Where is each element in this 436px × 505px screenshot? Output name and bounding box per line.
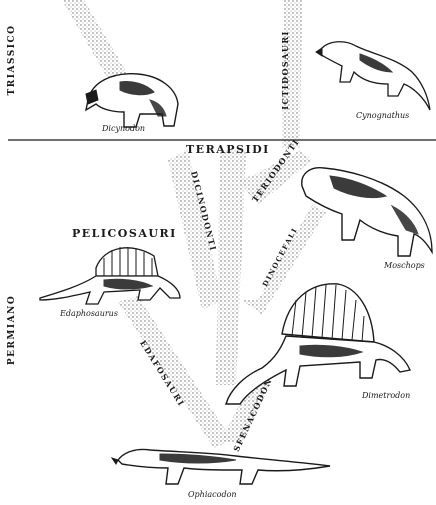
caption-dicynodon: Dicynodon bbox=[101, 124, 145, 133]
cynognathus-illustration bbox=[316, 42, 430, 110]
period-label-permian: PERMIANO bbox=[7, 295, 17, 365]
caption-dimetrodon: Dimetrodon bbox=[361, 391, 410, 400]
ophiacodon-illustration bbox=[112, 449, 330, 484]
group-label-terapsidi: TERAPSIDI bbox=[186, 143, 270, 156]
group-label-pelicosauri: PELICOSAURI bbox=[72, 227, 177, 240]
caption-edaphosaurus: Edaphosaurus bbox=[59, 309, 118, 318]
dicynodon-illustration bbox=[86, 74, 178, 127]
group-label-ictidosauri: ICTIDOSAURI bbox=[280, 30, 290, 110]
branch-edafosauri bbox=[118, 296, 232, 448]
caption-moschops: Moschops bbox=[383, 261, 425, 270]
branch-terapsidi-trunk bbox=[216, 150, 246, 385]
edaphosaurus-illustration bbox=[40, 247, 180, 304]
caption-cynognathus: Cynognathus bbox=[356, 111, 409, 120]
caption-ophiacodon: Ophiacodon bbox=[188, 490, 237, 499]
period-label-triassic: TRIASSICO bbox=[7, 25, 17, 96]
